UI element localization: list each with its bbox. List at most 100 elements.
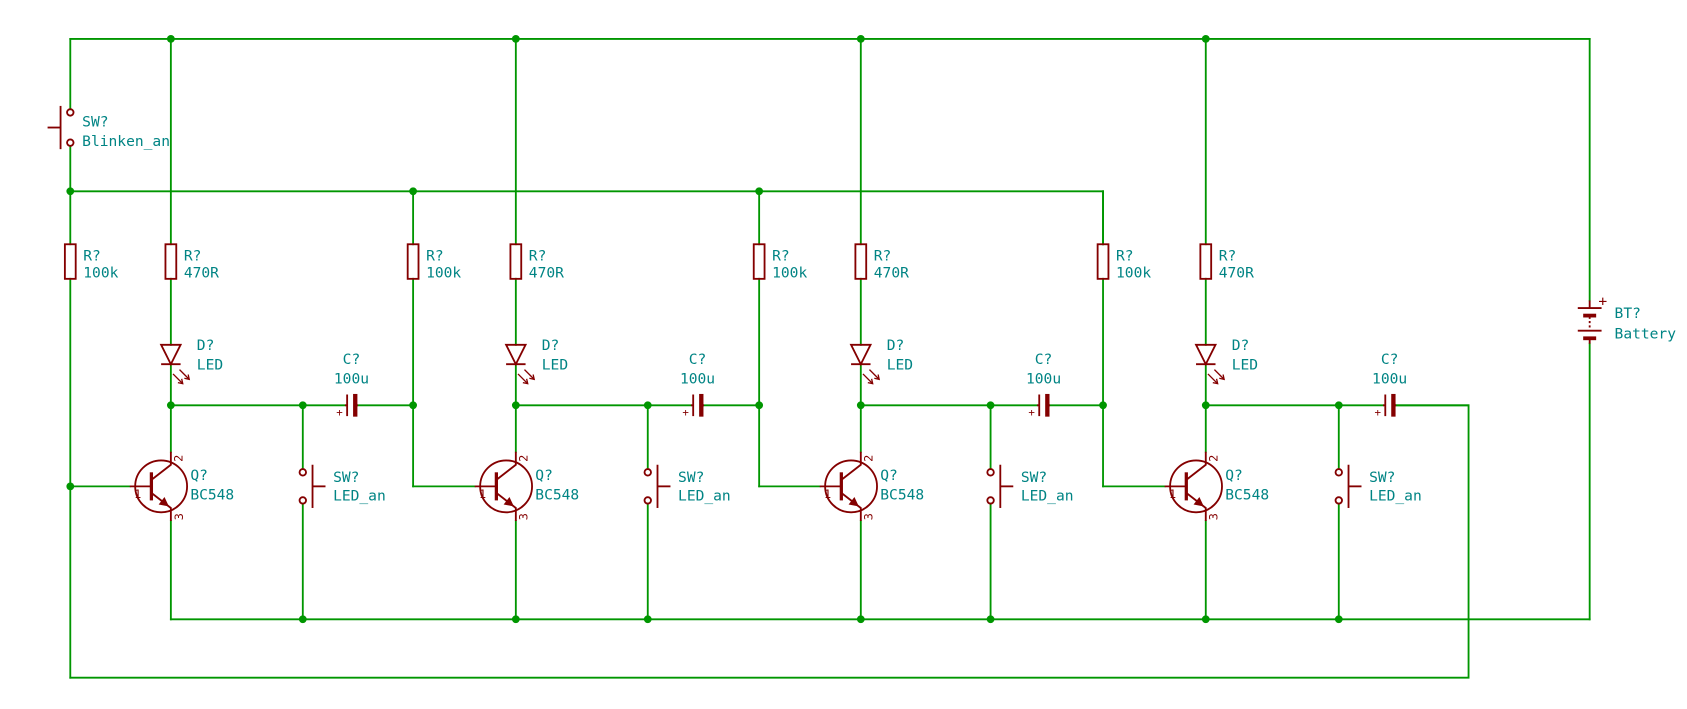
resistor-body: [164, 243, 178, 280]
light-arrow: [172, 373, 184, 385]
led-value-label: LED: [1232, 357, 1258, 374]
light-arrow-head: [184, 374, 191, 381]
light-arrow: [1213, 369, 1225, 380]
capacitor-value-label: 100u: [680, 371, 715, 388]
transistor-pin-number: 2: [862, 455, 876, 462]
switch-contact: [66, 108, 75, 117]
transistor-collector: [840, 451, 862, 481]
transistor-collector: [495, 451, 517, 481]
transistor-stage-2: 1 2 3 Q? BC548: [474, 451, 579, 521]
light-arrow-head: [874, 374, 881, 381]
battery: +BT?Battery: [1577, 293, 1677, 344]
switch-contact: [643, 496, 652, 505]
light-arrow-head: [867, 378, 874, 385]
junction-dot: [755, 187, 764, 196]
led-triangle: [504, 343, 528, 367]
junction-dot: [511, 615, 520, 624]
transistor-ref-label: Q?: [1225, 467, 1243, 484]
transistor-emitter: [840, 492, 862, 521]
transistor-ref-label: Q?: [880, 467, 898, 484]
switch-contact: [1334, 468, 1343, 477]
junction-dot: [1201, 615, 1210, 624]
switch-contact: [298, 468, 307, 477]
transistor-pin-number: 3: [517, 513, 531, 520]
light-arrow-head: [1212, 378, 1219, 385]
transistor-emitter-arrow: [848, 497, 859, 507]
resistor-value-label: 100k: [1116, 265, 1151, 282]
led-stage-2: D?LED: [504, 337, 568, 385]
resistor-value-label: 470R: [184, 265, 219, 282]
resistor-value-label: 470R: [1219, 265, 1254, 282]
junction-dot: [856, 615, 865, 624]
transistor-pin-number: 3: [862, 513, 876, 520]
switch-ref-label: SW?: [333, 469, 359, 486]
transistor-pin-number: 2: [172, 455, 186, 462]
capacitor-stage-1: +C?100u: [334, 351, 369, 419]
switch-contact: [1334, 496, 1343, 505]
transistor-pin-number: 1: [1169, 487, 1176, 501]
resistor-body: [752, 243, 766, 280]
collector-resistor-stage-2: R?470R: [509, 243, 564, 282]
junction-dot: [1334, 615, 1343, 624]
transistor-collector: [1185, 451, 1207, 481]
led-switch-stage-2: SW?LED_an: [643, 464, 731, 508]
transistor-emitter-arrow: [1193, 497, 1204, 507]
transistor-pin-number: 1: [479, 487, 486, 501]
led-triangle: [159, 343, 183, 367]
capacitor-ref-label: C?: [689, 351, 707, 368]
collector-resistor-stage-3: R?470R: [854, 243, 909, 282]
led-switch-stage-4: SW?LED_an: [1334, 464, 1422, 508]
capacitor-stage-3: +C?100u: [1026, 351, 1061, 419]
capacitor-plate-negative: [699, 393, 704, 417]
switch-ref-label: SW?: [678, 469, 704, 486]
capacitor-plate-negative: [1045, 393, 1050, 417]
switch-contact: [298, 496, 307, 505]
resistor-ref-label: R?: [83, 247, 101, 264]
led-ref-label: D?: [887, 337, 905, 354]
resistor-value-label: 470R: [529, 265, 564, 282]
transistor-ref-label: Q?: [535, 467, 553, 484]
transistor-pin-number: 1: [134, 487, 141, 501]
switch-value-label: LED_an: [333, 487, 386, 504]
led-stage-3: D?LED: [849, 337, 913, 385]
switch-value-label: Blinken_an: [82, 133, 170, 150]
led-ref-label: D?: [197, 337, 215, 354]
wires: [69, 37, 1591, 679]
light-arrow-head: [522, 378, 529, 385]
wire: [69, 404, 1470, 679]
led-switch-stage-1: SW?LED_an: [298, 464, 386, 508]
components: SW?Blinken_anR?100kR?470RD?LED+C?100u123…: [47, 105, 1677, 521]
switch-contact: [66, 138, 75, 147]
transistor-pin-number: 2: [517, 455, 531, 462]
transistor-value-label: BC548: [1225, 486, 1269, 503]
capacitor-ref-label: C?: [343, 351, 361, 368]
junction-dot: [511, 35, 520, 43]
light-arrow-head: [529, 374, 536, 381]
power-switch: SW?Blinken_an: [47, 105, 170, 150]
capacitor-polarity-mark: +: [682, 406, 689, 419]
battery-value-label: Battery: [1615, 325, 1677, 342]
light-arrow: [868, 369, 880, 380]
junction-dot: [1201, 35, 1210, 43]
transistor-pin-number: 1: [824, 487, 831, 501]
collector-resistor-stage-4: R?470R: [1199, 243, 1254, 282]
transistor-pin-number: 3: [1207, 513, 1221, 520]
resistor-body: [63, 243, 77, 280]
base-resistor-stage-4: R?100k: [1096, 243, 1151, 282]
resistor-ref-label: R?: [874, 247, 892, 264]
light-arrow-head: [177, 378, 184, 385]
junction-dot: [166, 35, 175, 43]
collector-resistor-stage-1: R?470R: [164, 243, 219, 282]
transistor-value-label: BC548: [535, 486, 579, 503]
switch-value-label: LED_an: [1021, 487, 1074, 504]
led-triangle: [1194, 343, 1217, 367]
led-switch-stage-3: SW?LED_an: [986, 464, 1074, 508]
switch-ref-label: SW?: [1021, 469, 1047, 486]
transistor-collector: [150, 451, 172, 481]
transistor-emitter-arrow: [503, 497, 514, 507]
junction-dot: [298, 615, 307, 624]
resistor-value-label: 100k: [772, 265, 807, 282]
